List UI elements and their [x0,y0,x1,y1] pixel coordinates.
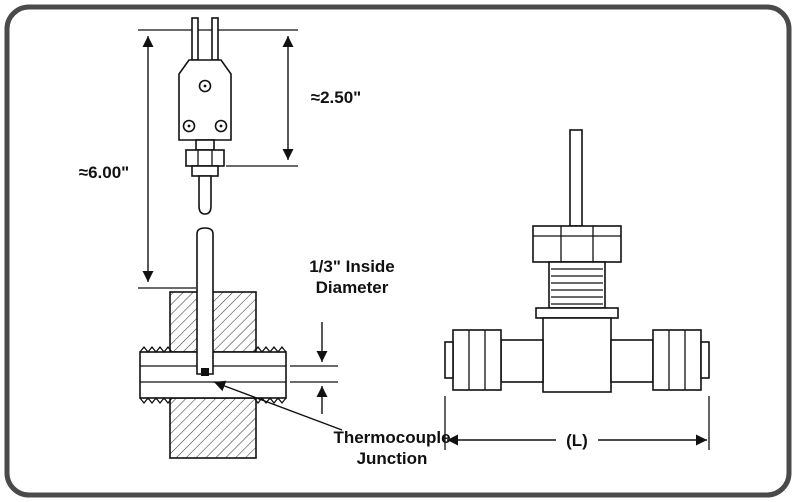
tee-left-nut [444,329,502,391]
tee-right-nut [652,329,710,391]
tee-thread-section [548,261,606,309]
probe-cross-section-figure: ≈6.00" ≈2.50" [79,17,451,468]
connector-prong-right [211,17,219,61]
tee-length-dimension: (L) [444,396,710,450]
connector-body [178,59,232,141]
right-nut-body [652,329,702,391]
thread-teeth [253,396,287,405]
thread-teeth [139,345,173,354]
tee-center-body [542,317,612,393]
thread-teeth [253,345,287,354]
junction-label-line1: Thermocouple [333,428,450,447]
probe-tube [196,227,214,375]
connector-hex-nut [185,149,225,167]
connector-length-label: ≈2.50" [311,88,361,107]
right-nut-collar [700,341,710,379]
top-nut-body [532,225,622,263]
junction-callout: Thermocouple Junction [213,380,451,468]
connector-neck [195,139,215,151]
diagram-border [4,4,792,498]
inside-diameter-label-line2: Diameter [316,278,389,297]
thread-teeth [139,396,173,405]
tee-top-nut [532,225,622,263]
inside-diameter-label-line1: 1/3" Inside [309,257,395,276]
thread-section-body [548,261,606,309]
thermocouple-junction-point [201,368,209,376]
tee-arm-right [610,339,654,383]
thermocouple-connector [178,17,232,215]
tee-length-label: (L) [566,431,588,450]
connector-screw-left-center [187,124,191,128]
tee-shoulder [535,307,619,319]
upper-probe-stub [198,175,212,215]
tee-probe-tube [569,129,583,227]
connector-prong-left [191,17,199,61]
junction-leader-arrow [213,380,343,431]
left-nut-collar [444,341,454,379]
left-nut-body [452,329,502,391]
mounting-block-lower [169,397,257,459]
connector-screw-top-center [203,84,207,88]
inside-diameter-callout: 1/3" Inside Diameter [290,257,395,414]
overall-length-label: ≈6.00" [79,163,129,182]
junction-label-line2: Junction [357,449,428,468]
tee-arm-left [500,339,544,383]
compression-tee-figure: (L) [444,129,710,450]
connector-collar [191,165,219,177]
connector-screw-right-center [219,124,223,128]
